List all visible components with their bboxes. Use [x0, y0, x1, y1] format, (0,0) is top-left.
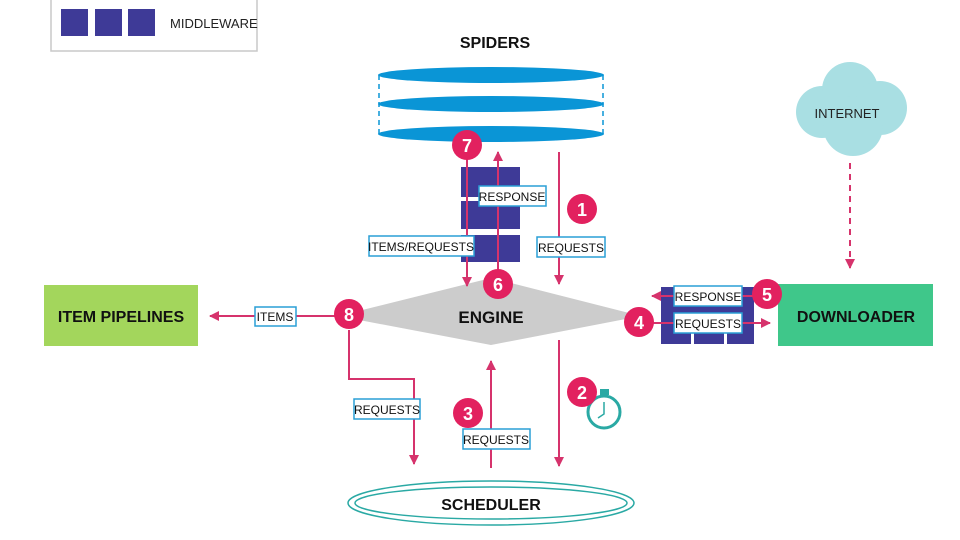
step-badge-4: 4 [624, 307, 654, 337]
svg-text:REQUESTS: REQUESTS [538, 241, 604, 255]
spiders-title: SPIDERS [460, 35, 531, 52]
svg-text:RESPONSE: RESPONSE [675, 290, 742, 304]
svg-text:REQUESTS: REQUESTS [675, 317, 741, 331]
step-badge-1: 1 [567, 194, 597, 224]
scheduler-outer-ring [347, 480, 635, 526]
label-items-requests: ITEMS/REQUESTS [368, 235, 475, 257]
timer-icon [586, 389, 622, 430]
scheduler-label: SCHEDULER [441, 497, 541, 514]
spider-disc [378, 96, 604, 112]
svg-text:8: 8 [344, 305, 354, 325]
svg-text:ITEMS: ITEMS [257, 310, 294, 324]
engine-shape[interactable] [338, 278, 641, 345]
label-requests-1: REQUESTS [536, 236, 606, 258]
label-response-spider: RESPONSE [478, 185, 547, 207]
step-badge-6: 6 [483, 269, 513, 299]
step-badge-5: 5 [752, 279, 782, 309]
svg-text:REQUESTS: REQUESTS [463, 433, 529, 447]
svg-text:RESPONSE: RESPONSE [479, 190, 546, 204]
scheduler-inner-ring[interactable] [354, 486, 628, 520]
svg-text:1: 1 [577, 200, 587, 220]
svg-text:2: 2 [577, 383, 587, 403]
label-requests-downloader: REQUESTS [673, 312, 743, 334]
middleware-swatch-icon [95, 9, 122, 36]
svg-text:6: 6 [493, 275, 503, 295]
downloader-label: DOWNLOADER [797, 309, 916, 326]
legend: MIDDLEWARE [50, 0, 258, 52]
middleware-swatch-icon [61, 9, 88, 36]
middleware-swatch-icon [128, 9, 155, 36]
item-pipelines-label: ITEM PIPELINES [58, 309, 185, 326]
internet-label: INTERNET [815, 106, 880, 121]
spider-disc [378, 126, 604, 142]
step-badge-3: 3 [453, 398, 483, 428]
step-badge-8: 8 [334, 299, 364, 329]
svg-text:3: 3 [463, 404, 473, 424]
label-requests-8: REQUESTS [353, 398, 421, 420]
legend-label: MIDDLEWARE [170, 16, 258, 31]
label-response-downloader: RESPONSE [673, 285, 743, 307]
engine-label: ENGINE [458, 308, 523, 327]
svg-text:ITEMS/REQUESTS: ITEMS/REQUESTS [368, 240, 474, 254]
step-badge-7: 7 [452, 130, 482, 160]
arrow-requests-8 [348, 330, 419, 465]
internet-cloud-icon[interactable] [796, 62, 907, 156]
svg-text:5: 5 [762, 285, 772, 305]
step-badge-2: 2 [567, 377, 597, 407]
spider-disc [378, 67, 604, 83]
svg-text:REQUESTS: REQUESTS [354, 403, 420, 417]
item-pipelines-box[interactable] [44, 285, 198, 346]
label-requests-3: REQUESTS [462, 428, 531, 450]
svg-text:4: 4 [634, 313, 644, 333]
downloader-box[interactable] [778, 284, 933, 346]
label-items: ITEMS [254, 306, 297, 327]
svg-text:7: 7 [462, 136, 472, 156]
spiders-stack[interactable] [378, 67, 604, 142]
